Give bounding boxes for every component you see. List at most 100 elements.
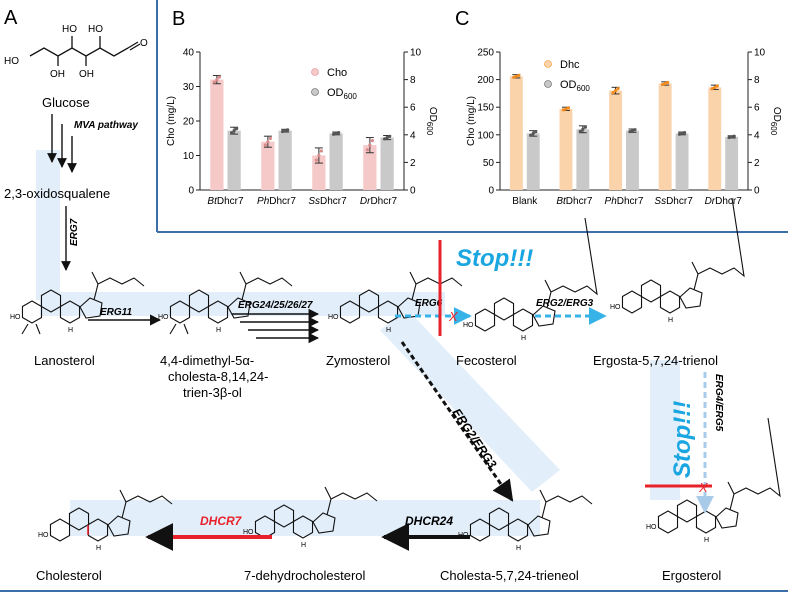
methyl-branch xyxy=(169,323,177,335)
data-point xyxy=(715,84,719,88)
fecosterol-label: Fecosterol xyxy=(456,353,517,368)
side-chain xyxy=(326,492,378,516)
right-tick-label: 4 xyxy=(754,130,760,141)
methyl-branch xyxy=(35,323,41,335)
methyl-branch xyxy=(119,489,127,503)
dhcr7-label: DHCR7 xyxy=(200,514,243,528)
mva-arrows xyxy=(47,114,77,173)
methyl-branch xyxy=(183,323,189,335)
atom-h: H xyxy=(68,327,73,334)
left-tick-label: 30 xyxy=(183,82,195,93)
panel-c-letter: C xyxy=(455,8,469,30)
bar xyxy=(227,130,241,190)
data-point xyxy=(531,131,535,136)
bar xyxy=(312,155,326,190)
data-point xyxy=(337,130,341,135)
erg4-erg5-label: ERG4/ERG5 xyxy=(713,374,724,432)
ergosterol-structure: HOH xyxy=(646,417,781,544)
data-point xyxy=(727,135,731,140)
ring-c xyxy=(207,300,229,324)
ring-b xyxy=(358,289,380,313)
erg6-block-mark: X xyxy=(448,309,459,324)
data-point xyxy=(732,134,736,138)
data-point xyxy=(583,125,587,129)
zymosterol-label: Zymosterol xyxy=(326,353,390,368)
right-tick-label: 8 xyxy=(754,75,760,86)
data-point xyxy=(633,128,637,132)
legend-marker xyxy=(311,88,319,96)
bar xyxy=(576,129,590,190)
bar xyxy=(725,136,739,190)
category-label: Blank xyxy=(512,196,538,207)
atom-h: H xyxy=(704,537,709,544)
data-point xyxy=(235,126,239,131)
ergosterol-label: Ergosterol xyxy=(662,568,721,583)
left-axis-title: Cho (mg/L) xyxy=(466,96,477,146)
ring-d xyxy=(715,507,739,529)
flow-band xyxy=(36,150,680,536)
category-label: DrDhcr7 xyxy=(360,196,398,207)
atom-ho: HO xyxy=(158,314,169,321)
ring-a xyxy=(21,300,43,324)
bar xyxy=(261,141,275,190)
methyl-branch xyxy=(727,481,735,495)
data-point xyxy=(283,129,287,133)
bar xyxy=(658,83,672,190)
fecosterol-structure: HOH xyxy=(463,217,598,342)
data-point xyxy=(266,140,270,144)
data-point xyxy=(385,135,389,140)
ring-b xyxy=(676,499,698,523)
atom-ho: HO xyxy=(328,314,339,321)
ring-d xyxy=(679,287,703,309)
ring-c xyxy=(695,510,717,534)
lanosterol-label: Lanosterol xyxy=(34,353,95,368)
data-point xyxy=(517,73,521,77)
dimethyl-label-line3: trien-3β-ol xyxy=(183,385,242,400)
data-point xyxy=(319,149,323,153)
glucose-atom-oh: OH xyxy=(50,69,65,80)
left-tick-label: 200 xyxy=(477,75,494,86)
atom-ho: HO xyxy=(38,532,49,539)
side-chain xyxy=(541,495,593,519)
left-tick-label: 40 xyxy=(183,48,195,59)
ring-c xyxy=(659,290,681,314)
bar xyxy=(708,87,722,190)
side-chain xyxy=(693,197,745,291)
panel-b-letter: B xyxy=(172,8,185,30)
right-tick-label: 10 xyxy=(754,48,766,59)
glucose-atom-oh-2: OH xyxy=(79,69,94,80)
ring-d xyxy=(312,512,336,534)
side-chain xyxy=(93,277,145,301)
data-point xyxy=(611,91,615,95)
right-tick-label: 4 xyxy=(410,130,416,141)
data-point xyxy=(680,131,684,136)
data-point xyxy=(514,74,518,78)
data-point xyxy=(682,130,687,135)
category-label: PhDhcr7 xyxy=(257,196,296,207)
erg11-label: ERG11 xyxy=(100,307,132,318)
ring-d xyxy=(79,297,103,319)
data-point xyxy=(616,87,620,91)
data-point xyxy=(383,137,387,141)
data-point xyxy=(578,129,582,133)
atom-h: H xyxy=(516,545,521,552)
dimethyl-label-line2: cholesta-8,14,24- xyxy=(168,369,268,384)
left-tick-label: 150 xyxy=(477,103,494,114)
right-tick-label: 10 xyxy=(410,48,422,59)
dimethyl-label-line1: 4,4-dimethyl-5α- xyxy=(160,353,254,368)
data-point xyxy=(564,107,568,111)
category-label: SsDhcr7 xyxy=(308,196,347,207)
legend-label: Dhc xyxy=(560,59,580,71)
atom-ho: HO xyxy=(463,322,474,329)
ring-b xyxy=(640,279,662,303)
data-point xyxy=(317,153,321,158)
ring-a xyxy=(474,308,496,332)
glucose-structure xyxy=(29,36,141,66)
data-point xyxy=(677,132,682,136)
ergostatrienol-label: Ergosta-5,7,24-trienol xyxy=(593,353,718,368)
ring-d xyxy=(107,515,131,537)
cholestatrieneol-label: Cholesta-5,7,24-trieneol xyxy=(440,568,579,583)
data-point xyxy=(365,148,369,152)
lanosterol-structure: HOH xyxy=(10,271,145,335)
